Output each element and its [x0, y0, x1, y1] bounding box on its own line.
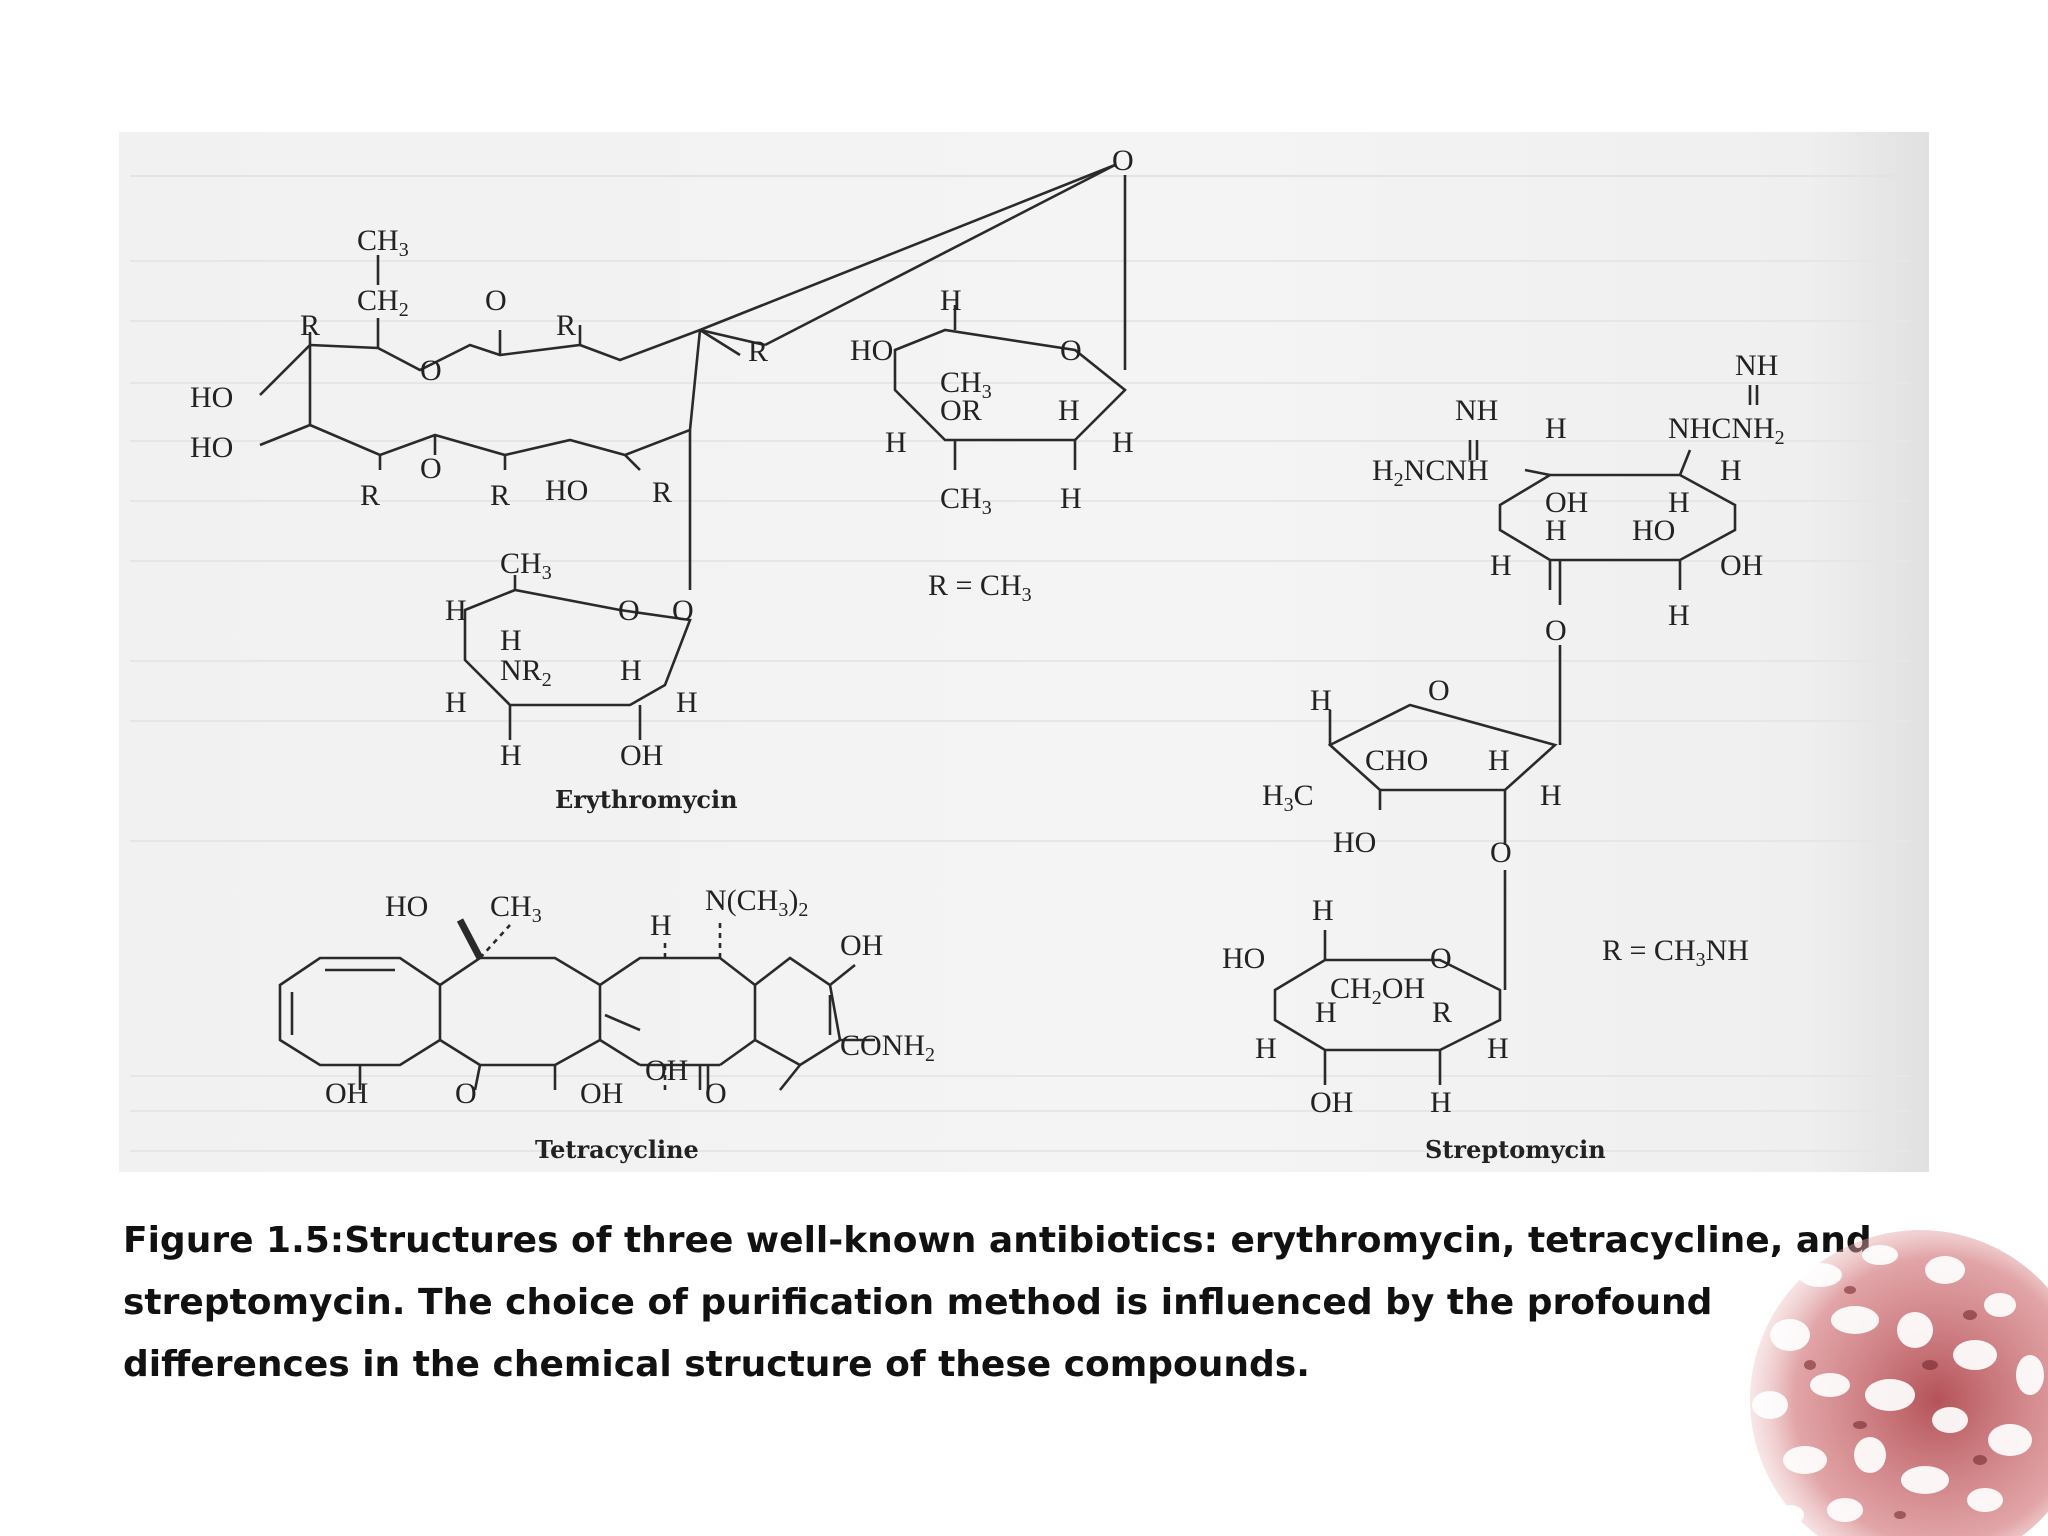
- tetracycline-label: Tetracycline: [535, 1135, 699, 1164]
- label: H: [1487, 1032, 1509, 1065]
- label: CH3: [357, 224, 409, 261]
- label: H: [1430, 1086, 1452, 1119]
- label: HO: [850, 334, 893, 367]
- label: O: [1490, 836, 1512, 869]
- label: O: [1060, 334, 1082, 367]
- label: H: [1112, 426, 1134, 459]
- label: O: [1430, 942, 1452, 975]
- label: H: [1490, 549, 1512, 582]
- label: OH: [645, 1054, 688, 1087]
- label: H: [1545, 412, 1567, 445]
- label: O: [420, 354, 442, 387]
- label: H: [445, 594, 467, 627]
- label: HO: [1632, 514, 1675, 547]
- label: R = CH3NH: [1602, 934, 1749, 971]
- label: H2NCNH: [1372, 454, 1489, 491]
- label: HO: [190, 431, 233, 464]
- label: HO: [545, 474, 588, 507]
- label: R: [360, 479, 380, 512]
- label: O: [455, 1077, 477, 1110]
- label: H: [650, 909, 672, 942]
- label: CH3: [940, 366, 992, 403]
- label: CHO: [1365, 744, 1428, 777]
- label: R: [748, 335, 768, 368]
- label: H: [1540, 779, 1562, 812]
- label: HO: [190, 381, 233, 414]
- label: H: [1720, 454, 1742, 487]
- label: HO: [1222, 942, 1265, 975]
- figure-scan: [119, 132, 1929, 1172]
- label: NR2: [500, 654, 552, 691]
- streptomycin-structure: NH NH H NHCNH2 H2NCNH H OH H H HO H OH H…: [1222, 349, 1785, 1164]
- label: OH: [840, 929, 883, 962]
- label: H: [1255, 1032, 1277, 1065]
- label: O: [705, 1077, 727, 1110]
- label: R: [490, 479, 510, 512]
- label: CH2OH: [1330, 972, 1425, 1009]
- label: H: [885, 426, 907, 459]
- label: H: [1058, 394, 1080, 427]
- streptomycin-label: Streptomycin: [1425, 1135, 1606, 1164]
- erythromycin-label: Erythromycin: [555, 785, 738, 814]
- label: H: [676, 686, 698, 719]
- label: H: [1312, 894, 1334, 927]
- label: O: [618, 594, 640, 627]
- label: CH3: [940, 482, 992, 519]
- label: O: [420, 452, 442, 485]
- erythromycin-structure: CH3 CH2 O R R HO O HO R O R R HO R O H H…: [190, 144, 1134, 814]
- label: CH3: [500, 547, 552, 584]
- page-shadow: [1809, 132, 1929, 1172]
- label: OH: [1545, 486, 1588, 519]
- tetracycline-structure: HO CH3 H N(CH3)2 OH CONH2 OH O OH O OH T…: [278, 884, 935, 1164]
- label: H: [1315, 996, 1337, 1029]
- label: R: [1432, 996, 1452, 1029]
- label: OH: [1310, 1086, 1353, 1119]
- label: NH: [1455, 394, 1498, 427]
- label: R: [300, 309, 320, 342]
- label: H: [1060, 482, 1082, 515]
- label: OH: [580, 1077, 623, 1110]
- label: H: [620, 654, 642, 687]
- label: NHCNH2: [1668, 412, 1785, 449]
- label: CH3: [490, 890, 542, 927]
- porous-texture-icon: [1750, 1230, 2048, 1536]
- label: R = CH3: [928, 569, 1032, 606]
- label: O: [672, 594, 694, 627]
- label: HO: [1333, 826, 1376, 859]
- label: R: [556, 309, 576, 342]
- label: OR: [940, 394, 982, 427]
- label: H: [1668, 599, 1690, 632]
- label: OH: [325, 1077, 368, 1110]
- label: H: [445, 686, 467, 719]
- label: N(CH3)2: [705, 884, 808, 921]
- label: H: [1488, 744, 1510, 777]
- label: H: [940, 284, 962, 317]
- label: R: [652, 476, 672, 509]
- label: CH2: [357, 284, 409, 321]
- label: H: [1545, 514, 1567, 547]
- label: H: [1668, 486, 1690, 519]
- label: H3C: [1262, 779, 1314, 816]
- figure-caption: Figure 1.5:Structures of three well-know…: [123, 1220, 1872, 1385]
- label: CONH2: [840, 1029, 935, 1066]
- label: O: [1428, 674, 1450, 707]
- label: O: [1112, 144, 1134, 177]
- label: H: [1310, 684, 1332, 717]
- label: O: [1545, 614, 1567, 647]
- label: O: [485, 284, 507, 317]
- label: H: [500, 624, 522, 657]
- label: OH: [1720, 549, 1763, 582]
- label: OH: [620, 739, 663, 772]
- label: NH: [1735, 349, 1778, 382]
- label: H: [500, 739, 522, 772]
- label: HO: [385, 890, 428, 923]
